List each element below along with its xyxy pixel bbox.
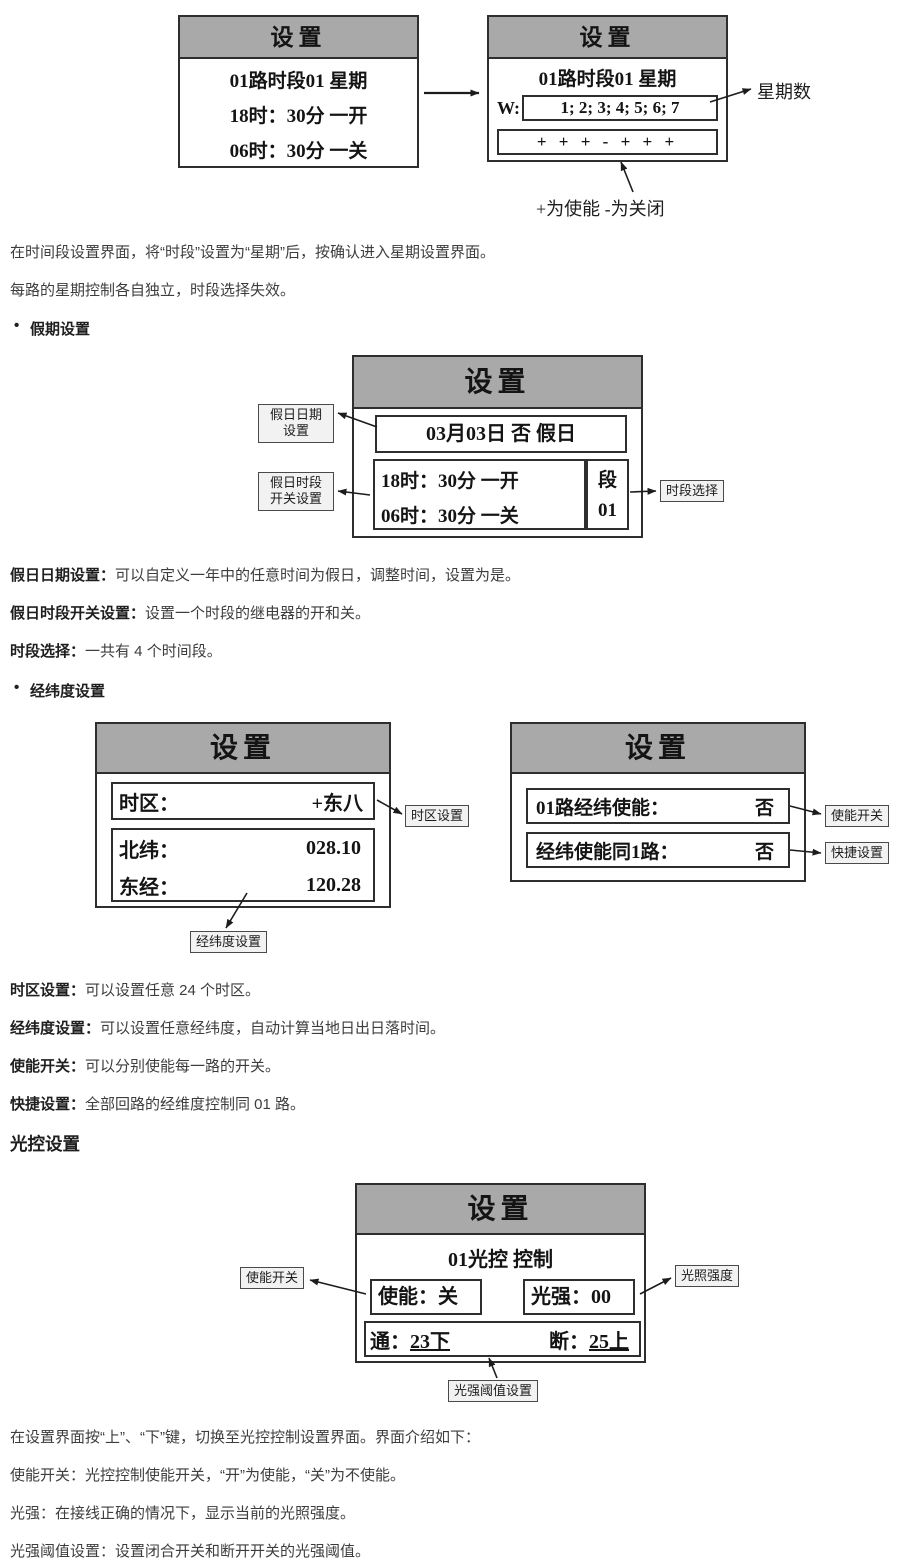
lcd-title: 设置	[180, 17, 417, 59]
term-label: 时段选择：	[10, 643, 86, 660]
term-desc: 可以设置任意经纬度，自动计算当地日出日落时间。	[100, 1020, 446, 1037]
light-threshold-box: 通：23下 断：25上	[364, 1321, 641, 1357]
timezone-box: 时区： +东八	[111, 782, 375, 820]
term-label: 经纬度设置：	[10, 1020, 101, 1037]
callout-holiday-onoff-setting: 假日时段 开关设置	[258, 472, 334, 511]
term-label: 快捷设置：	[10, 1096, 86, 1113]
paragraph-light-intro: 在设置界面按“上”、“下”键，切换至光控控制设置界面。界面介绍如下：	[10, 1429, 480, 1446]
term-label: 假日时段开关设置：	[10, 605, 146, 622]
term-quick-setting: 快捷设置：全部回路的经维度控制同 01 路。	[10, 1095, 305, 1115]
lcd-row-channel: 01路时段01 星期	[229, 71, 368, 92]
lcd-holiday: 设置 03月03日 否 假日 18时：30分 一开 06时：30分 一关 段 0…	[352, 355, 643, 538]
week-toggle-box: + + + - + + +	[497, 129, 718, 155]
paragraph-light-threshold: 光强阈值设置：设置闭合开关和断开开关的光强阈值。	[10, 1543, 371, 1560]
holiday-time-box: 18时：30分 一开 06时：30分 一关	[373, 459, 586, 530]
longitude-row: 东经： 120.28	[113, 863, 373, 900]
term-desc: 一共有 4 个时间段。	[85, 643, 222, 660]
timezone-value: +东八	[311, 792, 363, 815]
term-holiday-date: 假日日期设置：可以自定义一年中的任意时间为假日，调整时间，设置为是。	[10, 566, 520, 586]
term-holiday-onoff: 假日时段开关设置：设置一个时段的继电器的开和关。	[10, 604, 370, 624]
lcd-row-channel: 01路时段01 星期	[538, 69, 677, 90]
threshold-on-value: 23下	[410, 1330, 450, 1353]
term-enable-switch: 使能开关：可以分别使能每一路的开关。	[10, 1057, 280, 1077]
light-enable-box: 使能：关	[370, 1279, 482, 1315]
lcd-title: 设置	[357, 1185, 644, 1235]
latitude-row: 北纬： 028.10	[113, 830, 373, 863]
heading-light-control: 光控设置	[10, 1134, 80, 1154]
enable-row-value: 否	[754, 797, 774, 819]
lcd-row-off-time: 06时：30分 一关	[229, 141, 368, 162]
latlong-enable-box: 01路经纬使能： 否	[526, 788, 790, 824]
holiday-on-row: 18时：30分 一开	[381, 471, 519, 492]
callout-quick-setting: 快捷设置	[825, 842, 890, 865]
longitude-value: 120.28	[306, 874, 361, 896]
lcd-latlong: 设置 时区： +东八 北纬： 028.10 东经： 120.28	[95, 722, 391, 908]
callout-light-threshold-setting: 光强阈值设置	[448, 1380, 539, 1403]
callout-light-enable-switch: 使能开关	[240, 1267, 305, 1290]
threshold-off: 断：25上	[549, 1325, 629, 1354]
threshold-off-value: 25上	[589, 1330, 629, 1353]
sync-row-label: 经纬使能同1路：	[536, 841, 679, 863]
holiday-segment-box: 段 01	[586, 459, 629, 530]
bullet-holiday-setting: 假期设置	[14, 317, 90, 339]
segment-value: 01	[598, 500, 617, 521]
light-enable-value: 关	[438, 1286, 458, 1308]
paragraph-week-intro: 在时间段设置界面，将“时段”设置为“星期”后，按确认进入星期设置界面。	[10, 244, 495, 261]
paragraph-light-enable: 使能开关：光控控制使能开关，“开”为使能，“关”为不使能。	[10, 1467, 405, 1484]
holiday-date-box: 03月03日 否 假日	[375, 415, 627, 453]
light-channel-row: 01光控 控制	[448, 1249, 553, 1271]
callout-holiday-date-setting: 假日日期 设置	[258, 404, 334, 443]
term-latlong: 经纬度设置：可以设置任意经纬度，自动计算当地日出日落时间。	[10, 1019, 445, 1039]
enable-row-label: 01路经纬使能：	[536, 797, 670, 819]
term-label: 使能开关：	[10, 1058, 86, 1075]
callout-segment-select: 时段选择	[660, 480, 725, 503]
sync-row-value: 否	[754, 841, 774, 863]
latitude-label: 北纬：	[119, 840, 179, 862]
term-desc: 可以设置任意 24 个时区。	[85, 982, 261, 999]
lcd-week-before: 设置 01路时段01 星期 18时：30分 一开 06时：30分 一关	[178, 15, 419, 168]
label-week-count: 星期数	[757, 82, 811, 102]
latlong-box: 北纬： 028.10 东经： 120.28	[111, 828, 375, 902]
term-desc: 设置一个时段的继电器的开和关。	[145, 605, 371, 622]
label-plus-minus-legend: +为使能 -为关闭	[536, 199, 665, 219]
week-prefix: W:	[497, 98, 521, 118]
light-enable-label: 使能：	[378, 1286, 438, 1308]
lcd-light-control: 设置 01光控 控制 使能：关 光强：00 通：23下 断：25上	[355, 1183, 646, 1363]
term-desc: 可以分别使能每一路的开关。	[85, 1058, 281, 1075]
threshold-off-label: 断：	[549, 1330, 589, 1353]
term-desc: 全部回路的经维度控制同 01 路。	[85, 1096, 306, 1113]
term-label: 假日日期设置：	[10, 567, 116, 584]
week-days-box: 1; 2; 3; 4; 5; 6; 7	[522, 95, 718, 121]
callout-timezone-setting: 时区设置	[405, 805, 470, 828]
light-lux-value: 00	[591, 1286, 611, 1308]
threshold-on-label: 通：	[370, 1330, 410, 1353]
bullet-latlong-setting: 经纬度设置	[14, 679, 105, 701]
holiday-off-row: 06时：30分 一关	[381, 506, 519, 527]
timezone-label: 时区：	[119, 792, 179, 815]
lcd-title: 设置	[512, 724, 804, 774]
threshold-on: 通：23下	[370, 1325, 450, 1354]
paragraph-light-lux: 光强：在接线正确的情况下，显示当前的光照强度。	[10, 1505, 356, 1522]
paragraph-week-note: 每路的星期控制各自独立，时段选择失效。	[10, 282, 296, 299]
lcd-title: 设置	[489, 17, 726, 59]
longitude-label: 东经：	[119, 877, 179, 899]
lcd-title: 设置	[97, 724, 389, 774]
term-timezone: 时区设置：可以设置任意 24 个时区。	[10, 981, 260, 1001]
lcd-week-after: 设置 01路时段01 星期 W: 1; 2; 3; 4; 5; 6; 7 + +…	[487, 15, 728, 162]
callout-latlong-setting: 经纬度设置	[190, 931, 268, 954]
lcd-row-on-time: 18时：30分 一开	[229, 106, 368, 127]
latlong-sync-box: 经纬使能同1路： 否	[526, 832, 790, 868]
light-lux-label: 光强：	[531, 1286, 591, 1308]
callout-light-intensity: 光照强度	[675, 1265, 740, 1288]
light-lux-box: 光强：00	[523, 1279, 635, 1315]
lcd-title: 设置	[354, 357, 641, 409]
callout-enable-switch: 使能开关	[825, 805, 890, 828]
term-segment-select: 时段选择：一共有 4 个时间段。	[10, 642, 222, 662]
latitude-value: 028.10	[306, 837, 361, 859]
arrow-legend-to-toggles	[620, 161, 634, 193]
segment-label: 段	[597, 470, 617, 491]
lcd-latlong-enable: 设置 01路经纬使能： 否 经纬使能同1路： 否	[510, 722, 806, 882]
term-desc: 可以自定义一年中的任意时间为假日，调整时间，设置为是。	[115, 567, 521, 584]
term-label: 时区设置：	[10, 982, 86, 999]
